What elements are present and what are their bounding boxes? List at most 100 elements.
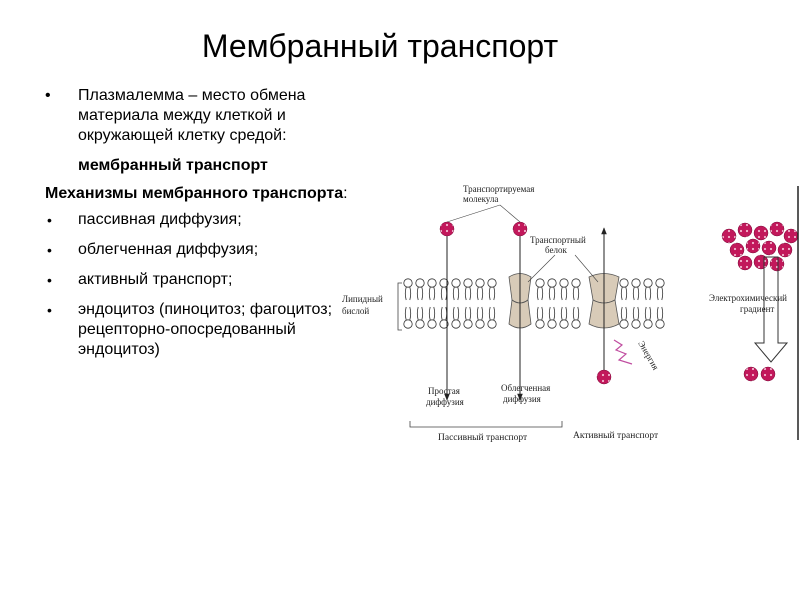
lipid-tail <box>649 306 652 321</box>
lipid-head <box>571 319 581 329</box>
lipid-head <box>487 319 497 329</box>
energy-icon <box>613 339 633 365</box>
molecule-icon <box>721 228 737 244</box>
bullet-marker: • <box>45 87 51 104</box>
mechanisms-heading-suffix: : <box>343 185 348 202</box>
mechanism-item-text: облегченная диффузия; <box>78 241 259 258</box>
label-transported-molecule: Транспортируемая <box>463 184 534 194</box>
lipid-tail <box>560 306 563 321</box>
label-transported-molecule: молекула <box>463 194 498 204</box>
molecule-icon <box>769 221 785 237</box>
lipid-tail <box>637 306 640 321</box>
molecule-icon <box>743 366 759 382</box>
lipid-tail <box>488 286 491 301</box>
lipid-tail <box>661 306 664 321</box>
lipid-head <box>415 278 425 288</box>
lipid-tail <box>541 306 544 321</box>
molecule-icon <box>729 242 745 258</box>
molecule-icon <box>769 256 785 272</box>
lipid-tail <box>428 286 431 301</box>
lipid-head <box>547 319 557 329</box>
molecule-icon <box>761 240 777 256</box>
molecule-icon <box>439 221 455 237</box>
label-lipid-bilayer: бислой <box>342 306 369 316</box>
mechanism-item-text: активный транспорт; <box>78 271 233 288</box>
label-energy: Энергия <box>636 339 661 372</box>
lipid-head <box>643 278 653 288</box>
lipid-head <box>631 319 641 329</box>
lipid-head <box>427 319 437 329</box>
lipid-tail <box>416 286 419 301</box>
lipid-tail <box>656 306 659 321</box>
lipid-tail <box>572 286 575 301</box>
lipid-head <box>475 319 485 329</box>
label-simple-diffusion: диффузия <box>426 397 464 407</box>
lipid-tail <box>469 306 472 321</box>
mechanisms-heading-text: Механизмы мембранного транспорта <box>45 185 344 202</box>
lipid-tail <box>421 286 424 301</box>
lipid-tail <box>457 306 460 321</box>
lipid-tail <box>416 306 419 321</box>
lipid-tail <box>536 306 539 321</box>
molecule-icon <box>737 222 753 238</box>
label-facilitated-diffusion: Облегченная <box>501 383 550 393</box>
lipid-head <box>655 319 665 329</box>
lipid-tail <box>493 286 496 301</box>
bullet-marker: • <box>47 212 52 228</box>
diagram-svg: Транспортируемая молекула Транспортный б… <box>342 184 799 443</box>
label-transport-protein: белок <box>545 245 567 255</box>
mechanism-item: • эндоцитоз (пиноцитоз; фагоцитоз; рецеп… <box>45 300 370 360</box>
molecule-icon <box>745 238 761 254</box>
lipid-tail <box>440 286 443 301</box>
lipid-tail <box>620 286 623 301</box>
lipid-tail <box>637 286 640 301</box>
lipid-tail <box>553 306 556 321</box>
lipid-tail <box>464 286 467 301</box>
lipid-tail <box>560 286 563 301</box>
label-simple-diffusion: Простая <box>428 386 460 396</box>
lipid-head <box>451 278 461 288</box>
bullet-marker: • <box>47 272 52 288</box>
lipid-tail <box>464 306 467 321</box>
lipid-tail <box>452 286 455 301</box>
lipid-head <box>655 278 665 288</box>
lipid-tail <box>493 306 496 321</box>
lipid-bilayer <box>403 278 665 329</box>
molecule-icon <box>783 228 799 244</box>
intro-text: Плазмалемма – место обмена материала меж… <box>78 87 306 144</box>
mechanism-item-text: пассивная диффузия; <box>78 211 242 228</box>
label-gradient: Электрохимический <box>709 293 787 303</box>
label-transport-protein: Транспортный <box>530 235 586 245</box>
lipid-head <box>439 319 449 329</box>
passive-bracket <box>409 421 563 428</box>
molecule-icon <box>760 366 776 382</box>
intro-bullet: • Плазмалемма – место обмена материала м… <box>45 86 370 146</box>
lipid-head <box>619 278 629 288</box>
lipid-tail <box>661 286 664 301</box>
lipid-tail <box>620 306 623 321</box>
lipid-tail <box>632 286 635 301</box>
lipid-tail <box>457 286 460 301</box>
lipid-head <box>463 278 473 288</box>
label-passive-transport: Пассивный транспорт <box>438 432 528 443</box>
lipid-head <box>403 278 413 288</box>
molecule-cluster <box>721 221 799 272</box>
label-active-transport: Активный транспорт <box>573 430 659 441</box>
lipid-tail <box>469 286 472 301</box>
lipid-head <box>451 319 461 329</box>
lipid-head <box>427 278 437 288</box>
label-facilitated-diffusion: диффузия <box>503 394 541 404</box>
lipid-tail <box>421 306 424 321</box>
slide-title: Мембранный транспорт <box>201 28 559 64</box>
lipid-tail <box>476 306 479 321</box>
mechanism-item: • облегченная диффузия; <box>45 240 370 260</box>
lipid-tail <box>565 286 568 301</box>
lipid-tail <box>644 306 647 321</box>
mechanism-item: • пассивная диффузия; <box>45 210 370 230</box>
lipid-tail <box>625 286 628 301</box>
lipid-head <box>463 319 473 329</box>
lipid-tail <box>577 306 580 321</box>
lipid-tail <box>440 306 443 321</box>
lipid-head <box>475 278 485 288</box>
bullet-marker: • <box>47 242 52 258</box>
